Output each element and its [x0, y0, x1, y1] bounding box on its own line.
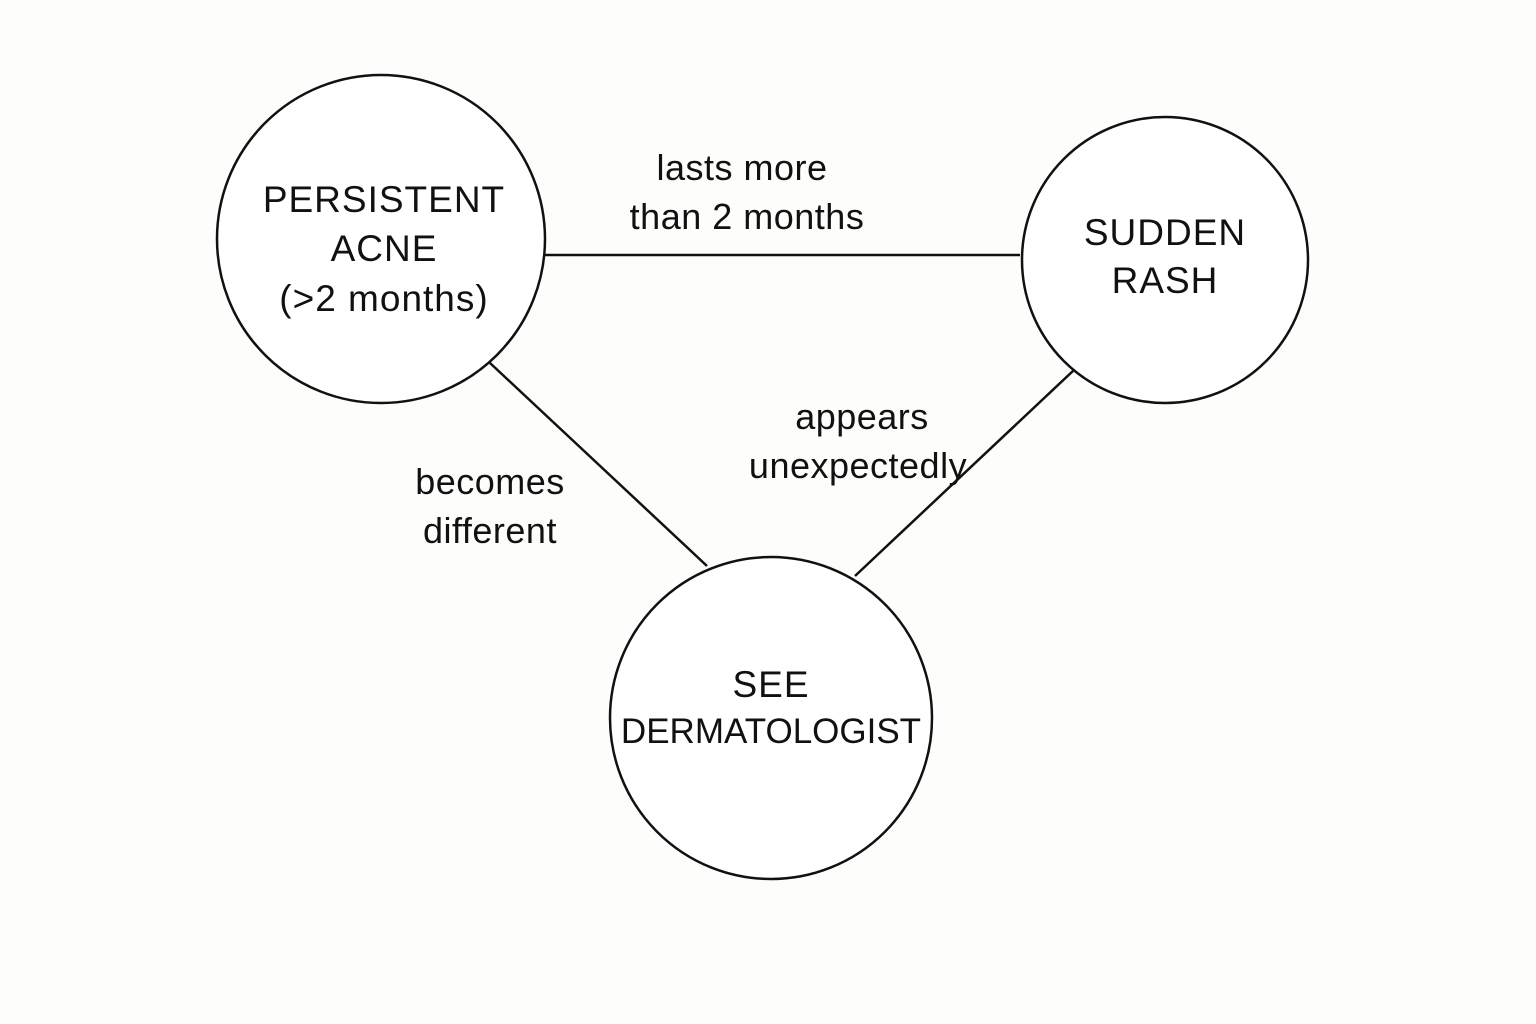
node-label-line2: DERMATOLOGIST [621, 712, 921, 751]
node-persistent-acne: PERSISTENT ACNE (>2 months) [215, 73, 547, 405]
node-label-line1: SEE [732, 664, 809, 705]
edge-label-acne-to-dermatologist: becomes different [415, 461, 565, 551]
node-circle-see-dermatologist [608, 555, 934, 881]
node-label-line3: (>2 months) [279, 278, 488, 319]
node-sudden-rash: SUDDEN RASH [1020, 115, 1310, 405]
edge-label-line1: lasts more [656, 147, 827, 188]
node-see-dermatologist: SEE DERMATOLOGIST [608, 555, 934, 881]
edge-label-line1: becomes [415, 461, 565, 502]
edge-label-line2: unexpectedly [749, 445, 967, 486]
node-circle-sudden-rash [1020, 115, 1310, 405]
node-label-line1: PERSISTENT [263, 179, 505, 220]
edge-label-rash-to-dermatologist: appears unexpectedly [749, 396, 967, 486]
edge-label-line2: than 2 months [630, 196, 865, 237]
edge-label-line2: different [423, 510, 557, 551]
node-label-line2: ACNE [331, 228, 438, 269]
node-label-line2: RASH [1112, 260, 1219, 301]
node-circle-persistent-acne [215, 73, 547, 405]
node-label-line1: SUDDEN [1084, 212, 1246, 253]
edge-line-acne-to-dermatologist [489, 362, 708, 567]
edge-label-acne-to-rash: lasts more than 2 months [630, 147, 865, 237]
edge-line-rash-to-dermatologist [854, 369, 1075, 577]
edge-label-line1: appears [795, 396, 929, 437]
